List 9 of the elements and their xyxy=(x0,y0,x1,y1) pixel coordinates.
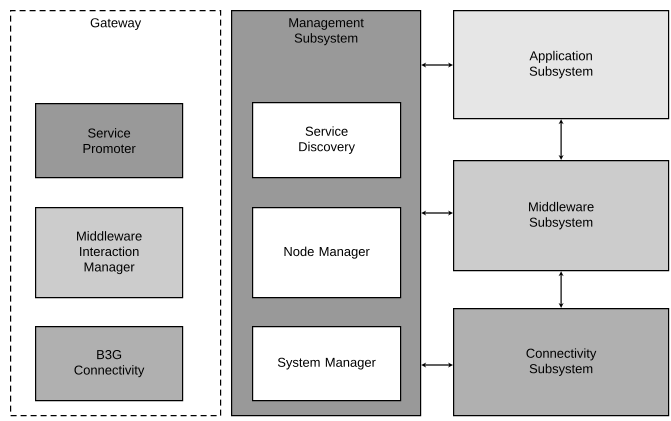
component-box: Application Subsystem xyxy=(453,10,670,120)
component-box: Connectivity Subsystem xyxy=(453,308,670,416)
component-box: System Manager xyxy=(252,326,402,402)
component-box: B3G Connectivity xyxy=(35,326,184,402)
component-box: Middleware Interaction Manager xyxy=(35,207,184,298)
component-box: Service Discovery xyxy=(252,102,402,178)
component-box: Node Manager xyxy=(252,207,402,298)
component-box: Middleware Subsystem xyxy=(453,160,670,272)
component-box: Service Promoter xyxy=(35,103,184,178)
